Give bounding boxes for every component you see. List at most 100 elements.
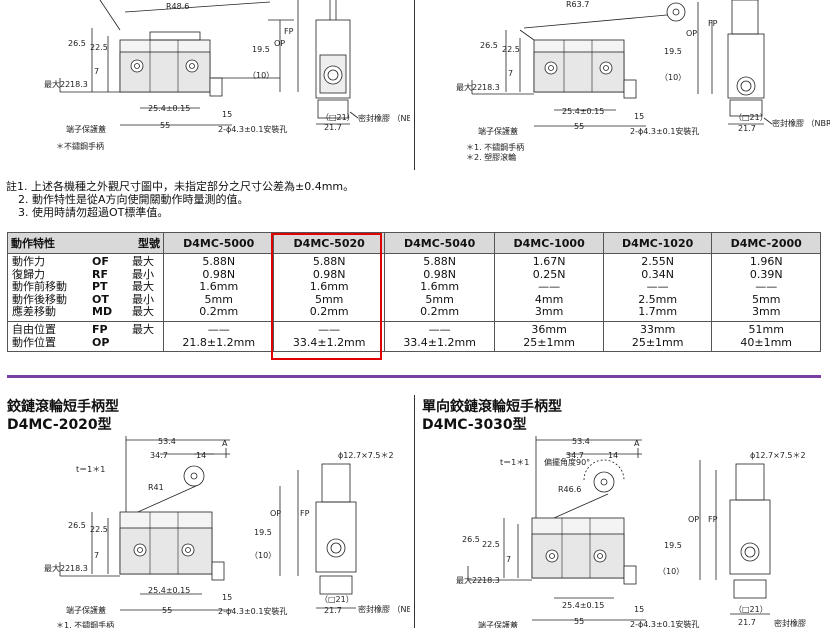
dim-55: 55 — [574, 122, 584, 131]
lever-blade — [523, 13, 679, 29]
dim-26-5: 26.5 — [68, 39, 86, 48]
model-col-4: D4MC-1020 — [602, 232, 713, 254]
table-cell: 1.96N — [749, 255, 783, 268]
title-model-3030: D4MC-3030型 — [422, 417, 527, 433]
dim-21: （□21） — [321, 113, 355, 122]
dim-18-3: 18.3 — [482, 576, 500, 585]
table-cell: —— — [428, 322, 451, 336]
label-rubber: 密封橡膠 （NBR） — [358, 113, 410, 123]
dim-7: 7 — [508, 69, 513, 78]
dim-15: 15 — [222, 110, 232, 119]
title-one-way-hinge-roller: 單向鉸鏈滾輪短手柄型 — [422, 399, 562, 415]
table-cell: 21.8±1.2mm — [182, 335, 256, 349]
row-abbr: MD — [92, 305, 113, 319]
drawing-bottom-right: 53.4 34.7 14 A t＝1＊1 偏擺角度90° R46.6 ϕ12.7… — [456, 436, 806, 628]
dim-op: OP — [686, 29, 697, 38]
dim-fp: FP — [708, 19, 718, 28]
model-col-2: D4MC-5040 — [383, 232, 496, 254]
dim-hole: 2-ϕ4.3±0.1安裝孔 — [630, 126, 699, 136]
table-cell: 5.88N — [312, 255, 346, 268]
dim-53-4: 53.4 — [572, 437, 590, 446]
dim-55: 55 — [162, 606, 172, 615]
dim-26-5: 26.5 — [68, 521, 86, 530]
dim-25-4: 25.4±0.15 — [562, 107, 604, 116]
dim-26-5: 26.5 — [462, 535, 480, 544]
row-name: 動作後移動 — [12, 292, 67, 306]
table-cell: 0.2mm — [199, 305, 239, 319]
dim-21-7: 21.7 — [738, 618, 756, 627]
position-col-2: ——33.4±1.2mm — [383, 320, 496, 353]
roller — [593, 471, 615, 493]
section-divider — [7, 375, 821, 378]
row-name: 動作前移動 — [12, 280, 67, 294]
dim-fp: FP — [300, 509, 310, 518]
row-limit: 最小 — [132, 267, 154, 281]
dim-19-5: 19.5 — [664, 47, 682, 56]
label-rubber: 密封橡膠 （NBR） — [358, 604, 410, 614]
table-cell: 2.5mm — [638, 292, 678, 306]
dim-55: 55 — [160, 121, 170, 130]
row-limit: 最小 — [132, 292, 154, 306]
dim-thickness: t＝1＊1 — [500, 458, 529, 467]
dim-21: （□21） — [320, 595, 354, 604]
title-model-2020: D4MC-2020型 — [7, 417, 112, 433]
dim-10: （10） — [660, 73, 686, 82]
roller — [666, 2, 686, 22]
table-cell: 3mm — [751, 305, 781, 319]
dim-hole: 2-ϕ4.3±0.1安裝孔 — [630, 619, 699, 628]
dim-21: （□21） — [734, 605, 768, 614]
row-abbr: OP — [92, 335, 110, 349]
table-cell: 0.98N — [312, 267, 346, 281]
table-cell: 33mm — [639, 322, 676, 336]
table-cell: 1.7mm — [638, 305, 678, 319]
table-cell: 1.6mm — [420, 280, 460, 294]
dim-7: 7 — [506, 555, 511, 564]
table-cell: 4mm — [534, 292, 564, 306]
table-header-row: 動作特性 型號 D4MC-5000 D4MC-5020 D4MC-5040 D4… — [7, 232, 821, 254]
dim-hole: 2-ϕ4.3±0.1安裝孔 — [218, 124, 287, 134]
table-cell: 51mm — [748, 322, 784, 336]
dim-max: 最大22 — [456, 575, 482, 585]
row-name: 應差移動 — [12, 305, 56, 319]
side-roller — [321, 463, 351, 503]
dim-radius: R63.7 — [566, 0, 589, 9]
row-limit — [132, 337, 156, 350]
dim-18-3: 18.3 — [70, 80, 88, 89]
vertical-divider-bottom — [414, 395, 415, 628]
dim-op: OP — [688, 515, 699, 524]
table-cell: 33.4±1.2mm — [292, 335, 366, 349]
table-cell: —— — [755, 280, 778, 294]
table-cell: 2.55N — [641, 255, 675, 268]
dim-10: （10） — [658, 567, 684, 576]
table-cell: —— — [646, 280, 669, 294]
table-cell: 0.25N — [532, 267, 566, 281]
dim-19-5: 19.5 — [252, 45, 270, 54]
table-cell: 3mm — [534, 305, 564, 319]
dim-34-7: 34.7 — [566, 451, 584, 460]
label-terminal-cover: 端子保護蓋 — [66, 124, 106, 134]
side-roller — [731, 0, 759, 35]
section-title-3030: 單向鉸鏈滾輪短手柄型 D4MC-3030型 — [422, 398, 562, 434]
dim-op: OP — [274, 39, 285, 48]
drawing-bottom-left: 53.4 34.7 14 A t＝1＊1 R41 ϕ12.7×7.5＊2 26.… — [44, 436, 410, 628]
note-3: 3. 使用時請勿超過OT標準值。 — [18, 206, 169, 219]
dim-55: 55 — [574, 617, 584, 626]
dim-radius: R46.6 — [558, 485, 581, 494]
note-stainless-lever: ＊1. 不鏽鋼手柄 — [56, 620, 114, 628]
row-abbr: FP — [92, 322, 108, 336]
arrow-a: A — [634, 439, 640, 448]
table-cell: 5mm — [751, 292, 781, 306]
label-rubber: 密封橡膠 （NBR） — [772, 118, 830, 128]
arrow-a: A — [222, 439, 228, 448]
row-limit: 最大 — [132, 305, 154, 319]
